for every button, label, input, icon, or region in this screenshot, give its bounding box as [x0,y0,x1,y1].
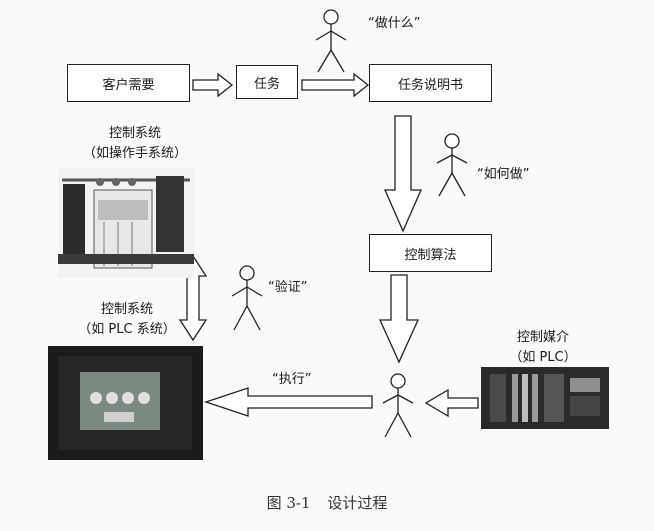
plc-system-subtitle: （如 PLC 系统） [78,322,176,337]
arrow-execute [203,387,373,417]
plc-panel-image [48,346,203,460]
figure-caption: 图 3-1 设计过程 [0,492,654,513]
task-box: 任务 [236,65,298,99]
control-medium-caption: 控制媒介 （如 PLC） [488,328,598,368]
plc-system-title: 控制系统 [100,302,153,317]
manipulator-system-caption: 控制系统 （如操作手系统） [70,124,200,164]
task-spec-label: 任务说明书 [397,77,463,93]
customer-needs-label: 客户需要 [102,77,155,93]
manipulator-system-image [58,168,194,278]
arrow-medium-to-executor [424,388,479,418]
person-verify-icon [231,265,263,331]
customer-needs-box: 客户需要 [67,64,190,102]
figure-title: 设计过程 [327,494,388,512]
arrow-task-to-spec [301,72,370,98]
arrow-spec-to-algorithm [384,115,422,233]
task-label: 任务 [253,76,280,92]
person-how-icon [436,133,468,197]
plc-module-image [481,367,609,429]
execute-label: “执行” [272,372,312,387]
manipulator-system-title: 控制系统 [108,126,161,141]
verify-label: “验证” [268,280,308,295]
arrow-needs-to-task [192,72,234,98]
arrow-algorithm-to-executor [378,274,420,364]
how-to-do-label: “如何做” [477,167,530,182]
plc-system-caption: 控制系统 （如 PLC 系统） [62,300,192,340]
what-to-do-label: “做什么” [368,16,421,31]
control-algorithm-box: 控制算法 [369,234,492,272]
control-medium-subtitle: （如 PLC） [509,350,577,365]
manipulator-system-subtitle: （如操作手系统） [82,146,187,161]
task-spec-box: 任务说明书 [369,64,492,102]
control-algorithm-label: 控制算法 [404,247,457,263]
figure-number: 图 3-1 [266,494,311,512]
control-medium-title: 控制媒介 [516,330,569,345]
person-executor-icon [382,373,414,438]
person-what-icon [315,9,347,73]
